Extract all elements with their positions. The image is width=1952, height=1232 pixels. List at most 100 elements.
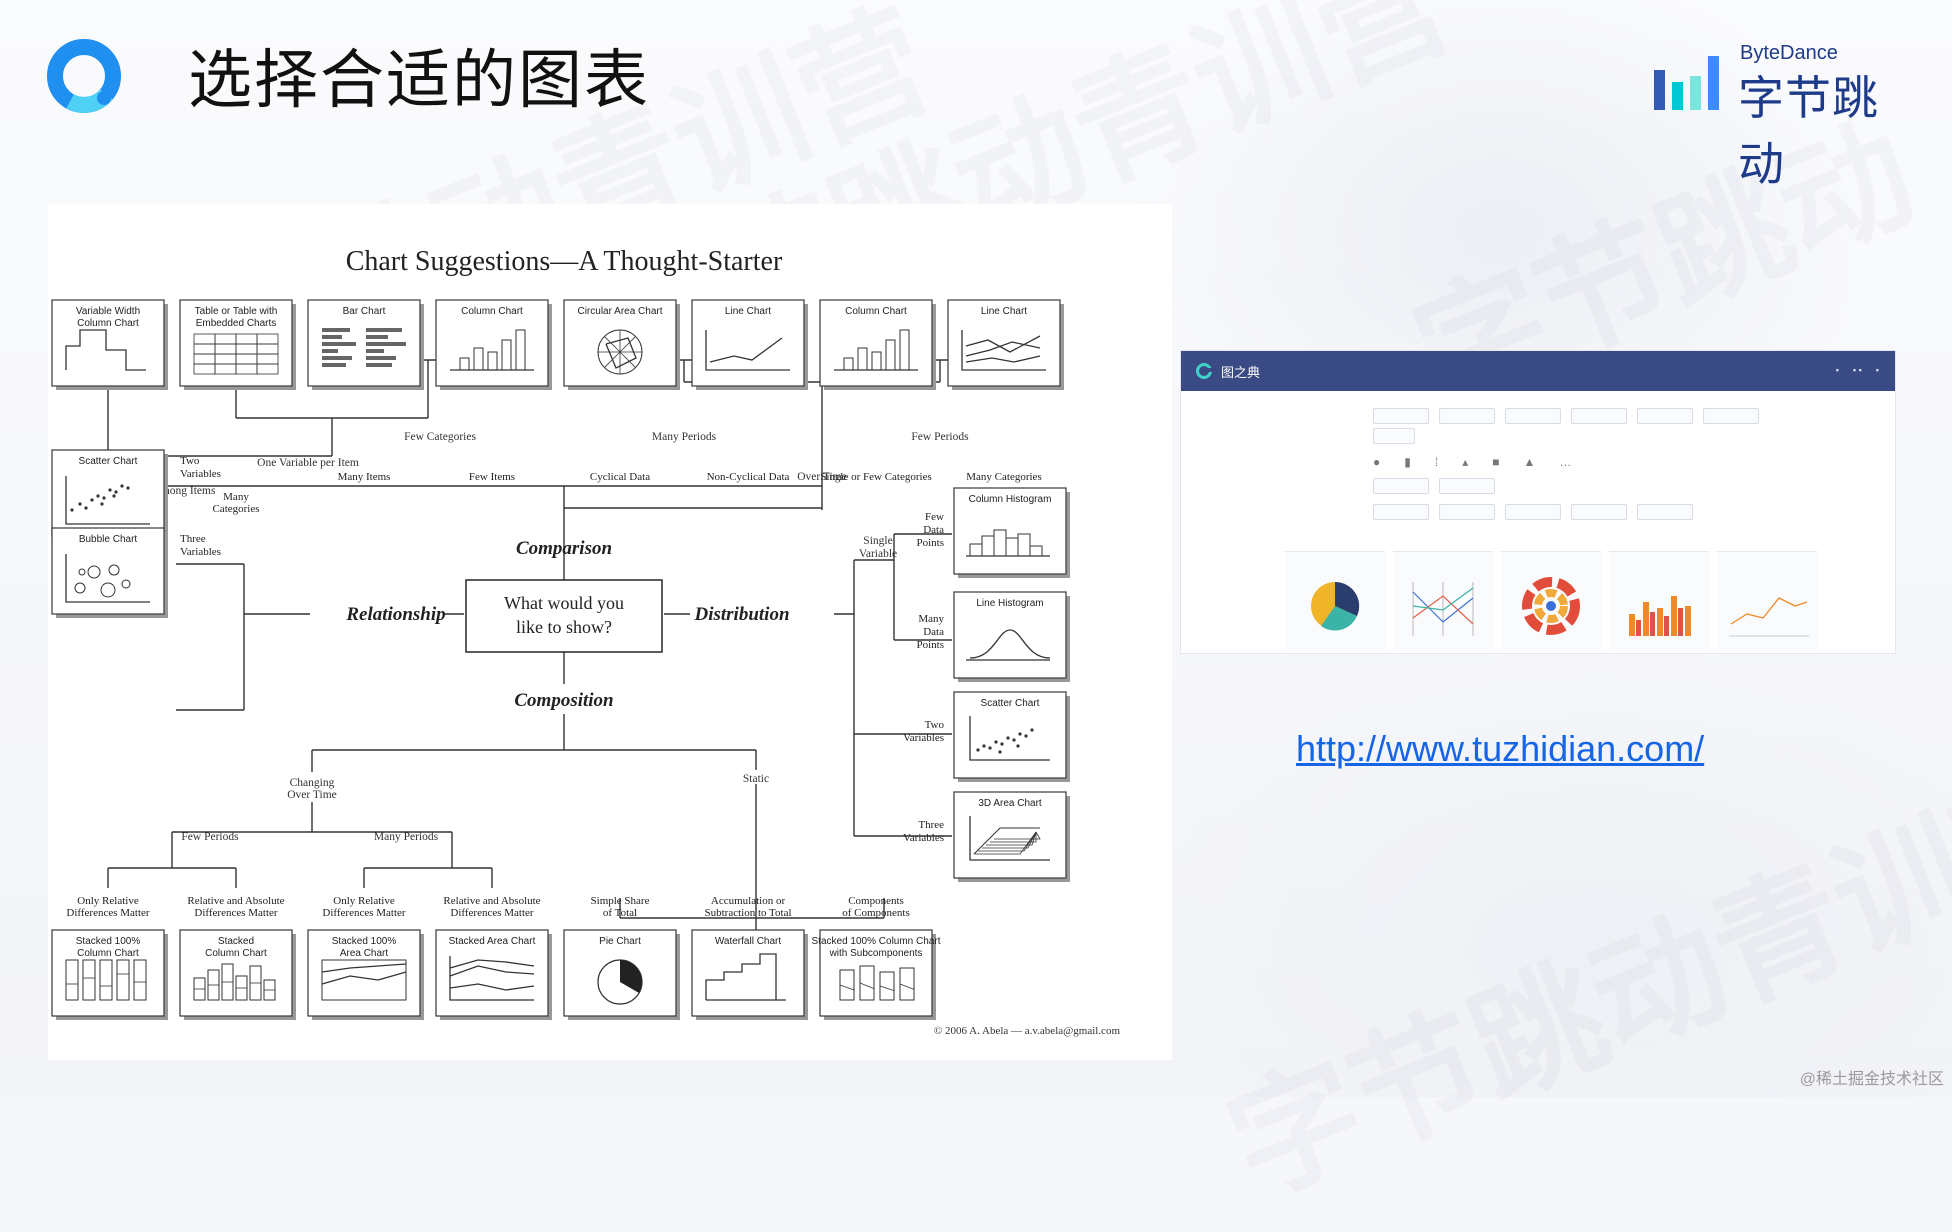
diagram-title: Chart Suggestions—A Thought-Starter bbox=[346, 246, 783, 277]
label-changing-2: Over Time bbox=[287, 789, 337, 801]
relationship-caption: Two bbox=[180, 455, 200, 467]
bytedance-brand: ByteDance 字节跳动 bbox=[1652, 40, 1922, 190]
trend-thumbnail-icon bbox=[1729, 597, 1809, 637]
bottom-caption: Simple Share bbox=[591, 895, 650, 907]
top-caption: Few Items bbox=[469, 471, 515, 483]
distribution-box-title: Scatter Chart bbox=[981, 698, 1040, 709]
bottom-chart-box-title: Column Chart bbox=[205, 948, 267, 959]
screenshot-chip-row bbox=[1373, 405, 1759, 427]
distribution-box: Column Histogram bbox=[953, 487, 1070, 578]
distribution-box-title: Column Histogram bbox=[969, 494, 1052, 505]
label-among-items: Among Items bbox=[153, 485, 216, 497]
distribution-box-title: Line Histogram bbox=[976, 598, 1043, 609]
top-chart-box: Bar Chart bbox=[307, 299, 424, 390]
bottom-caption: of Total bbox=[603, 907, 637, 919]
top-chart-box-title: Bar Chart bbox=[343, 306, 386, 317]
bottom-chart-box-title: Pie Chart bbox=[599, 936, 641, 947]
pie-thumbnail-icon bbox=[1311, 581, 1360, 631]
bottom-chart-box: Stacked 100%Area Chart bbox=[307, 929, 424, 1020]
relationship-caption: Three bbox=[180, 533, 206, 545]
distribution-box: Scatter Chart bbox=[953, 691, 1070, 782]
top-chart-box-title: Circular Area Chart bbox=[577, 306, 662, 317]
top-chart-box-title: Line Chart bbox=[981, 306, 1027, 317]
bottom-chart-box-title: with Subcomponents bbox=[829, 948, 923, 959]
distribution-box: 3D Area Chart bbox=[953, 791, 1070, 882]
relationship-box: Bubble Chart bbox=[51, 527, 168, 618]
screenshot-nav-dot: ▪ bbox=[1875, 365, 1879, 375]
screenshot-nav-dot: ▪ ▪ bbox=[1852, 365, 1862, 375]
question-line-2: like to show? bbox=[516, 617, 612, 637]
tuzhidian-logo-icon bbox=[1196, 363, 1213, 379]
bottom-chart-box-title: Waterfall Chart bbox=[715, 936, 782, 947]
label-comp-many-periods: Many Periods bbox=[374, 831, 439, 843]
bottom-chart-box: Stacked Area Chart bbox=[435, 929, 552, 1020]
screenshot-line-card bbox=[1393, 551, 1493, 650]
screenshot-nav: ▪ ▪ ▪ ▪ bbox=[1836, 365, 1879, 375]
bottom-chart-box-title: Stacked 100% bbox=[76, 936, 141, 947]
bottom-chart-box-title: Column Chart bbox=[77, 948, 139, 959]
top-caption: Many Categories bbox=[966, 471, 1041, 483]
bottom-chart-box-title: Stacked Area Chart bbox=[449, 936, 536, 947]
distribution-caption: Variables bbox=[903, 732, 944, 744]
bottom-caption: Differences Matter bbox=[322, 907, 406, 919]
label-static: Static bbox=[743, 773, 769, 785]
distribution-caption: Points bbox=[916, 639, 944, 651]
parallel-thumbnail-icon bbox=[1412, 582, 1474, 636]
distribution-box-title: 3D Area Chart bbox=[978, 798, 1042, 809]
screenshot-header: 图之典 ▪ ▪ ▪ ▪ bbox=[1181, 351, 1895, 391]
label-changing-1: Changing bbox=[290, 777, 335, 789]
bottom-caption: Relative and Absolute bbox=[187, 895, 284, 907]
screenshot-app-name: 图之典 bbox=[1221, 365, 1261, 380]
relationship-box-title: Bubble Chart bbox=[79, 534, 138, 545]
top-chart-box-title: Column Chart bbox=[461, 306, 523, 317]
distribution-caption: Points bbox=[916, 537, 944, 549]
tuzhidian-link[interactable]: http://www.tuzhidian.com/ bbox=[1296, 728, 1705, 769]
screenshot-trend-card bbox=[1717, 551, 1817, 650]
slide-logo-icon bbox=[47, 39, 121, 113]
relationship-box: Scatter Chart bbox=[51, 449, 168, 540]
triangle-icon: ▲ bbox=[1523, 455, 1536, 469]
label-few-periods: Few Periods bbox=[911, 431, 969, 443]
category-composition: Composition bbox=[514, 690, 613, 711]
screenshot-pie-card bbox=[1285, 551, 1385, 650]
diagram-footer: © 2006 A. Abela — a.v.abela@gmail.com bbox=[934, 1025, 1121, 1037]
bottom-chart-box-title: Stacked 100% bbox=[332, 936, 397, 947]
bottom-caption: of Components bbox=[842, 907, 910, 919]
bottom-caption: Relative and Absolute bbox=[443, 895, 540, 907]
question-line-1: What would you bbox=[504, 593, 624, 613]
bottom-caption: Only Relative bbox=[77, 895, 139, 907]
bar-icon: ▮ bbox=[1404, 455, 1411, 469]
bottom-caption: Differences Matter bbox=[450, 907, 534, 919]
top-chart-box: Line Chart bbox=[691, 299, 808, 390]
bottom-chart-box: Stacked 100%Column Chart bbox=[51, 929, 168, 1020]
screenshot-chip-row bbox=[1373, 475, 1495, 497]
screenshot-chip-row bbox=[1373, 501, 1693, 523]
top-caption: Cyclical Data bbox=[590, 471, 650, 483]
square-icon: ■ bbox=[1492, 455, 1500, 469]
distribution-caption: Data bbox=[923, 524, 944, 536]
bottom-caption: Components bbox=[848, 895, 904, 907]
relationship-caption: Variables bbox=[180, 546, 221, 558]
top-chart-box-title: Embedded Charts bbox=[196, 318, 277, 329]
top-chart-box-title: Table or Table with bbox=[195, 306, 278, 317]
distribution-caption: Variables bbox=[903, 832, 944, 844]
category-comparison: Comparison bbox=[516, 538, 612, 559]
chart-suggestions-diagram: Chart Suggestions—A Thought-Starter bbox=[48, 204, 1172, 1060]
screenshot-icon-row: ●▮⁞▴■▲… bbox=[1373, 451, 1571, 473]
relationship-caption: Variables bbox=[180, 468, 221, 480]
category-relationship: Relationship bbox=[345, 604, 445, 625]
bytedance-logo-icon bbox=[1654, 56, 1719, 110]
relationship-box-title: Scatter Chart bbox=[79, 456, 138, 467]
top-caption: Categories bbox=[212, 503, 259, 515]
bottom-chart-box-title: Stacked bbox=[218, 936, 254, 947]
distribution-caption: Few bbox=[925, 511, 944, 523]
screenshot-nav-dot: ▪ bbox=[1835, 365, 1839, 375]
brand-english: ByteDance bbox=[1740, 42, 1838, 64]
top-chart-box-title: Variable Width bbox=[76, 306, 140, 317]
top-chart-box-title: Column Chart bbox=[845, 306, 907, 317]
area-icon: ▴ bbox=[1462, 455, 1469, 469]
dots-icon: ⁞ bbox=[1434, 455, 1439, 469]
